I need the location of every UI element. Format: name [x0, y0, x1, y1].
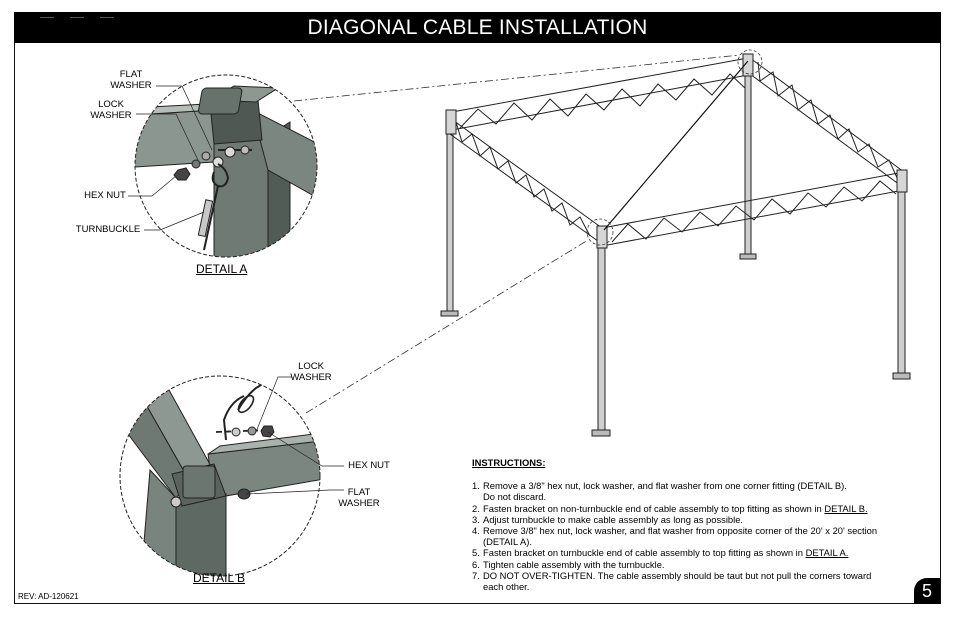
- base-plate: [739, 253, 757, 260]
- detail-a-callout-lines: [128, 85, 213, 231]
- detail-b-marker: [586, 218, 614, 246]
- callout-lock-washer-a: LOCK WASHER: [90, 99, 132, 121]
- detail-b-circle: [119, 375, 321, 577]
- detail-b-leader: [305, 239, 589, 414]
- leg-right: [897, 177, 906, 376]
- instruction-step: 2.Fasten bracket on non-turnbuckle end o…: [472, 502, 868, 514]
- title-dash: [70, 17, 84, 18]
- detail-a-leader: [293, 54, 741, 102]
- base-plate: [440, 310, 459, 317]
- callout-hex-nut-b: HEX NUT: [348, 460, 390, 471]
- callout-lock-washer-b: LOCK WASHER: [290, 361, 332, 383]
- detail-a-reference: DETAIL A.: [805, 547, 849, 559]
- title-dash: [100, 17, 114, 18]
- base-plate: [591, 429, 611, 437]
- diagonal-cable: [603, 60, 749, 231]
- detail-a-marker: [737, 49, 763, 75]
- leg-front: [597, 239, 606, 433]
- detail-a-circle: [134, 74, 318, 258]
- title-bar: DIAGONAL CABLE INSTALLATION: [14, 12, 941, 43]
- revision-label: REV: AD-120621: [18, 592, 79, 601]
- title-dash: [40, 17, 54, 18]
- detail-a-view: [135, 75, 317, 257]
- instruction-step: 4.Remove 3/8" hex nut, lock washer, and …: [472, 525, 878, 548]
- instructions-block: INSTRUCTIONS: 1.Remove a 3/8" hex nut, l…: [472, 457, 912, 592]
- instruction-step: 7.DO NOT OVER-TIGHTEN. The cable assembl…: [472, 569, 872, 593]
- callout-hex-nut-a: HEX NUT: [84, 190, 126, 201]
- instruction-step: 3.Adjust turnbuckle to make cable assemb…: [472, 513, 744, 525]
- instructions-heading: INSTRUCTIONS:: [472, 457, 546, 468]
- detail-b-callout-lines: [245, 376, 344, 495]
- instruction-step: 1.Remove a 3/8" hex nut, lock washer, an…: [472, 480, 847, 503]
- page-title: DIAGONAL CABLE INSTALLATION: [307, 15, 648, 39]
- frame-structure: [440, 61, 911, 437]
- detail-b-label: DETAIL B: [193, 571, 246, 585]
- detail-a-label: DETAIL A: [196, 262, 248, 276]
- truss-beams: [445, 53, 908, 249]
- leg-back: [744, 61, 752, 256]
- detail-b-view: [120, 376, 320, 576]
- instruction-step: 6.Tighten cable assembly with the turnbu…: [472, 558, 665, 570]
- callout-flat-washer-b: FLAT WASHER: [338, 487, 380, 509]
- detail-b-reference: DETAIL B.: [824, 502, 868, 514]
- callout-flat-washer-a: FLAT WASHER: [110, 69, 152, 91]
- instruction-list: 1.Remove a 3/8" hex nut, lock washer, an…: [472, 480, 912, 592]
- instruction-step: 5.Fasten bracket on turnbuckle end of ca…: [472, 547, 849, 559]
- page-number: 5: [914, 578, 940, 604]
- leg-left: [446, 114, 454, 313]
- base-plate: [892, 372, 911, 380]
- callout-turnbuckle-a: TURNBUCKLE: [75, 224, 141, 235]
